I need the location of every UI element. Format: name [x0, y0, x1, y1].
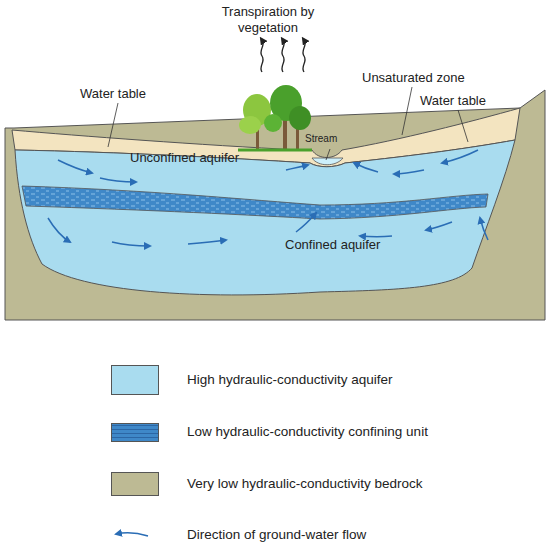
aquifer-label: Unconfined aquifer — [130, 150, 239, 166]
stream-label: Stream — [305, 133, 337, 145]
legend-text: Low hydraulic-conductivity confining uni… — [187, 424, 428, 440]
zone-label: Unsaturated zone — [362, 70, 465, 86]
legend-swatch — [111, 365, 159, 395]
legend-text: Direction of ground-water flow — [187, 527, 366, 543]
legend-text: High hydraulic-conductivity aquifer — [187, 372, 393, 388]
process-label: Transpiration by vegetation — [213, 4, 323, 36]
legend-swatch — [111, 472, 159, 496]
legend-swatch — [111, 423, 159, 442]
aquifer-label: Confined aquifer — [285, 237, 380, 253]
water-table-label: Water table — [420, 93, 486, 109]
water-table-label: Water table — [80, 86, 146, 102]
flow-arrow-sample — [116, 533, 148, 536]
legend-text: Very low hydraulic-conductivity bedrock — [187, 476, 423, 492]
